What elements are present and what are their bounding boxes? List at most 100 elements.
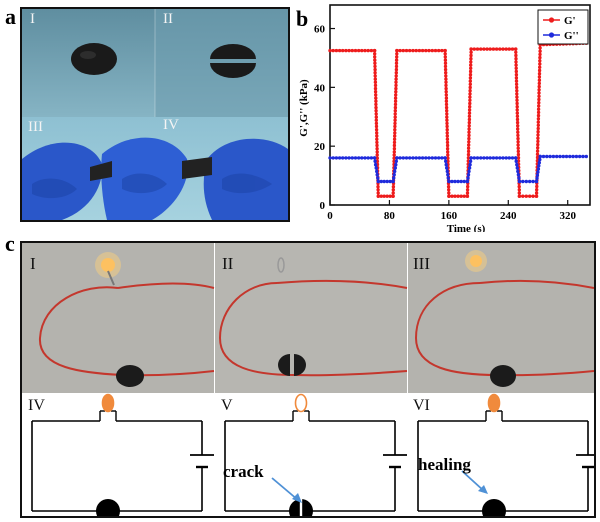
data-point xyxy=(517,179,522,184)
data-point xyxy=(394,83,398,88)
data-point xyxy=(475,156,480,160)
data-point xyxy=(515,101,519,106)
data-point xyxy=(467,127,471,131)
data-point xyxy=(468,163,472,167)
data-point xyxy=(472,156,476,160)
data-point xyxy=(444,80,448,84)
data-point xyxy=(374,115,378,119)
data-point xyxy=(468,89,472,93)
data-point xyxy=(395,55,399,59)
data-point xyxy=(391,185,396,189)
data-point xyxy=(514,60,518,64)
data-point xyxy=(517,194,522,198)
data-point xyxy=(376,185,380,189)
data-point xyxy=(445,131,449,135)
data-point xyxy=(375,143,379,148)
data-point xyxy=(417,156,422,160)
data-point xyxy=(411,48,415,53)
circuit-diagram-3 xyxy=(417,393,594,516)
data-point xyxy=(376,188,380,192)
data-point xyxy=(374,118,378,122)
data-point xyxy=(482,156,486,160)
data-point xyxy=(445,137,450,141)
data-point xyxy=(372,156,377,160)
data-point xyxy=(374,112,378,116)
data-point xyxy=(515,166,519,170)
data-point xyxy=(444,86,448,91)
panel-c-label-6: VI xyxy=(413,397,430,414)
x-tick-label: 80 xyxy=(384,210,396,222)
data-point xyxy=(534,191,539,195)
data-point xyxy=(398,156,402,160)
data-point xyxy=(392,150,396,154)
data-point xyxy=(450,194,454,198)
data-point xyxy=(344,48,348,53)
data-point xyxy=(536,136,540,140)
data-point xyxy=(392,153,396,157)
data-point xyxy=(479,156,483,160)
data-point xyxy=(467,136,471,141)
circuit-photo-1 xyxy=(22,243,215,393)
data-point xyxy=(485,156,489,160)
data-point xyxy=(516,169,520,174)
bulb-lit xyxy=(487,393,501,413)
gel-disc xyxy=(96,499,120,516)
data-point xyxy=(334,156,339,160)
data-point xyxy=(459,194,463,198)
data-point xyxy=(392,140,397,145)
data-point xyxy=(445,118,449,122)
data-point xyxy=(363,48,367,53)
data-point xyxy=(392,156,396,160)
data-point xyxy=(424,156,428,160)
data-point xyxy=(445,124,449,129)
data-point xyxy=(537,161,541,165)
legend-label: G'' xyxy=(564,30,579,42)
data-point xyxy=(424,48,428,53)
data-point xyxy=(375,134,379,138)
data-point xyxy=(531,179,535,184)
data-point xyxy=(515,163,519,167)
data-point xyxy=(537,164,541,168)
data-point xyxy=(375,169,379,174)
data-point xyxy=(516,127,520,131)
data-point xyxy=(467,114,472,119)
data-point xyxy=(385,179,389,184)
data-point xyxy=(366,156,370,160)
data-point xyxy=(462,179,466,184)
data-point xyxy=(468,79,472,83)
x-tick-label: 240 xyxy=(500,210,517,222)
bulb-off xyxy=(294,393,308,413)
panel-c-label-1: I xyxy=(30,254,36,273)
data-point xyxy=(445,166,449,170)
data-point xyxy=(373,61,377,65)
data-point xyxy=(444,90,448,94)
data-point xyxy=(514,50,518,54)
circuit-diagram-1 xyxy=(31,393,214,516)
data-point xyxy=(465,191,470,195)
data-point xyxy=(528,179,532,184)
data-point xyxy=(394,74,398,78)
data-point xyxy=(456,179,460,184)
data-point xyxy=(379,194,383,198)
data-point xyxy=(394,67,399,72)
data-point xyxy=(537,68,542,73)
data-point xyxy=(394,61,399,65)
data-point xyxy=(444,74,448,78)
data-point xyxy=(466,152,471,157)
data-point xyxy=(404,156,409,160)
data-point xyxy=(467,140,471,144)
data-point xyxy=(468,76,473,80)
data-point xyxy=(467,169,471,174)
data-point xyxy=(374,121,379,126)
data-point xyxy=(393,131,397,135)
data-point xyxy=(394,86,398,91)
data-point xyxy=(443,61,448,65)
data-point xyxy=(469,57,473,61)
data-point xyxy=(485,47,489,51)
data-point xyxy=(373,163,378,167)
data-point xyxy=(446,173,450,177)
data-point xyxy=(394,159,398,163)
data-point xyxy=(468,85,472,90)
data-point xyxy=(444,83,448,88)
